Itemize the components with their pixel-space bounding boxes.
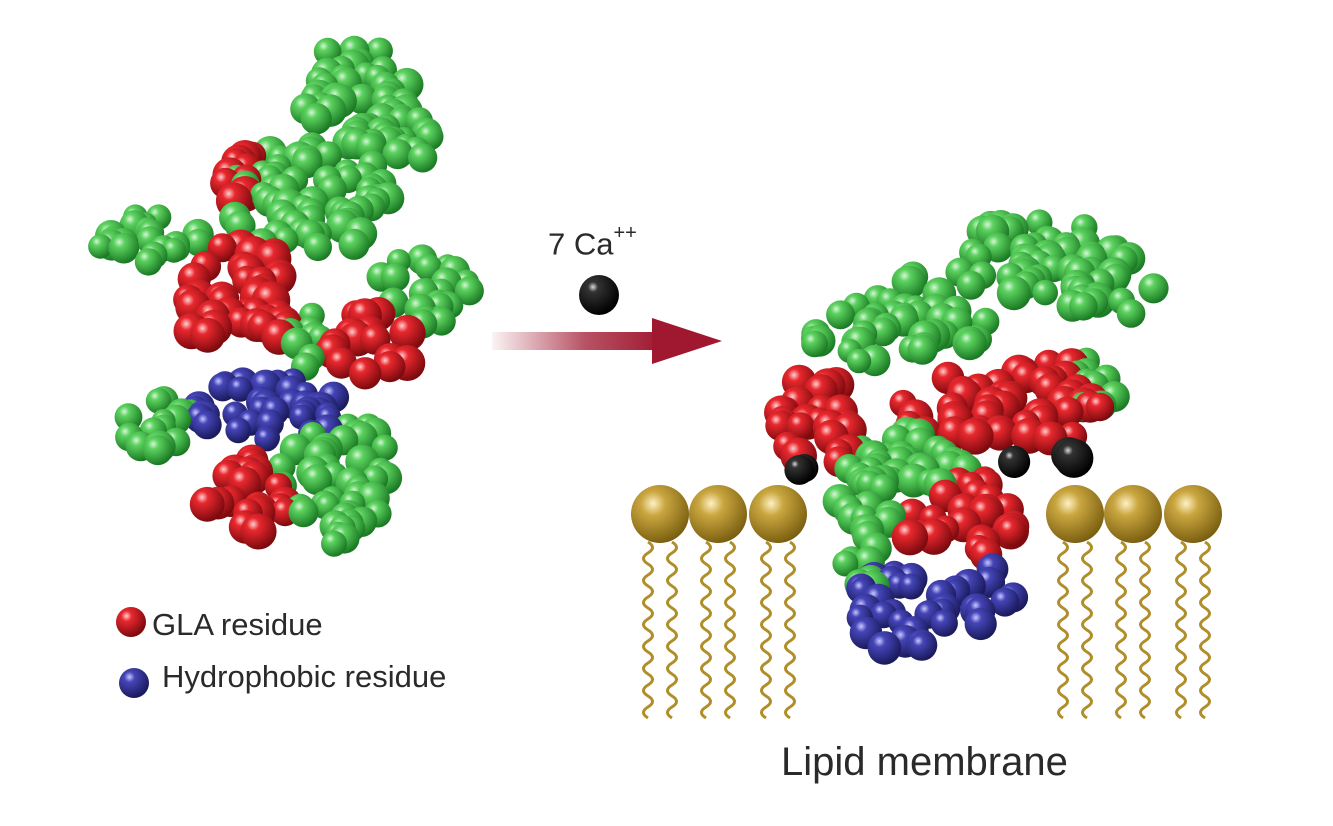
- gla-residue-atom: [891, 519, 929, 556]
- calcium-ion-atom: [998, 445, 1031, 478]
- calcium-ion-atom: [1054, 438, 1094, 478]
- gla-residue-atom: [389, 314, 426, 352]
- gla-residue-legend-icon: [116, 607, 146, 637]
- apo-gla-domain-molecule: [88, 35, 484, 557]
- gla-residue-legend-label: GLA residue: [152, 607, 323, 642]
- lipid-head-icon: [1104, 485, 1162, 543]
- backbone-atom: [1116, 299, 1146, 328]
- hydrophobic-residue-legend-label: Hydrophobic residue: [162, 659, 447, 694]
- backbone-atom: [1138, 273, 1169, 304]
- backbone-atom: [996, 276, 1031, 311]
- gla-residue-atom: [348, 357, 382, 390]
- lipid-head-icon: [1164, 485, 1222, 543]
- hydrophobic-residue-atom: [225, 417, 251, 444]
- backbone-atom: [301, 464, 333, 496]
- backbone-atom: [1069, 292, 1098, 321]
- calcium-ion-label-prefix: 7 Ca: [548, 226, 614, 262]
- gla-residue-atom: [1085, 392, 1115, 422]
- lipid-tail-icon: [1057, 540, 1069, 720]
- lipid-tail-icon: [784, 540, 796, 720]
- gla-residue-atom: [240, 513, 277, 550]
- transition-arrow-icon: [492, 318, 722, 364]
- backbone-atom: [832, 550, 859, 577]
- backbone-atom: [184, 228, 213, 257]
- gla-residue-atom: [996, 516, 1027, 547]
- lipid-tail-icon: [642, 540, 654, 720]
- calcium-ion-icon: [579, 275, 619, 315]
- lipid-tail-icon: [1081, 540, 1093, 720]
- backbone-atom: [801, 330, 828, 358]
- backbone-atom: [380, 262, 410, 292]
- backbone-atom: [300, 103, 332, 135]
- backbone-atom: [145, 388, 172, 414]
- lipid-tail-icon: [666, 540, 678, 720]
- backbone-atom: [114, 403, 143, 431]
- lipid-membrane-label: Lipid membrane: [781, 740, 1068, 784]
- hydrophobic-residue-atom: [930, 609, 958, 637]
- hydrophobic-residue-atom: [898, 573, 925, 600]
- backbone-atom: [142, 435, 173, 466]
- lipid-tail-icon: [700, 540, 712, 720]
- hydrophobic-residue-atom: [990, 587, 1020, 617]
- backbone-atom: [407, 143, 438, 173]
- backbone-atom: [826, 300, 855, 330]
- backbone-atom: [288, 497, 319, 528]
- lipid-tail-icon: [1175, 540, 1187, 720]
- backbone-atom: [134, 248, 163, 276]
- backbone-atom: [907, 334, 938, 365]
- lipid-head-icon: [1046, 485, 1104, 543]
- calcium-ion-atom: [784, 455, 815, 485]
- hydrophobic-residue-atom: [254, 426, 280, 452]
- lipid-head-icon: [631, 485, 689, 543]
- gla-residue-atom: [956, 417, 994, 455]
- backbone-atom: [303, 232, 332, 262]
- backbone-atom: [846, 348, 872, 374]
- hydrophobic-residue-atom: [867, 631, 902, 665]
- backbone-atom: [454, 276, 484, 306]
- lipid-tail-icon: [1139, 540, 1151, 720]
- backbone-atom: [955, 328, 987, 360]
- lipid-head-icon: [689, 485, 747, 543]
- gla-residue-atom: [374, 351, 406, 383]
- hydrophobic-residue-atom: [964, 607, 997, 641]
- backbone-atom: [956, 270, 986, 300]
- hydrophobic-residue-atom: [908, 632, 937, 661]
- backbone-atom: [1032, 279, 1058, 306]
- backbone-atom: [108, 232, 140, 264]
- backbone-atom: [892, 265, 927, 300]
- hydrophobic-residue-atom: [192, 410, 222, 440]
- backbone-atom: [371, 434, 398, 461]
- backbone-atom: [88, 234, 113, 259]
- calcium-ion-charge: ++: [613, 222, 637, 244]
- lipid-head-icon: [749, 485, 807, 543]
- backbone-atom: [338, 228, 370, 260]
- hydrophobic-residue-legend-icon: [119, 668, 149, 698]
- lipid-tail-icon: [724, 540, 736, 720]
- calcium-ion-label: 7 Ca++: [548, 222, 637, 262]
- backbone-atom: [321, 530, 347, 557]
- calcium-bound-gla-domain-molecule: [764, 209, 1169, 665]
- lipid-tail-icon: [760, 540, 772, 720]
- gla-residue-atom: [1054, 397, 1084, 427]
- gla-residue-atom: [189, 486, 225, 522]
- hydrophobic-residue-atom: [227, 376, 253, 402]
- backbone-atom: [161, 238, 187, 263]
- backbone-atom: [382, 138, 413, 170]
- lipid-tail-icon: [1199, 540, 1211, 720]
- lipid-membrane: [631, 485, 1222, 720]
- gla-residue-atom: [190, 317, 226, 353]
- lipid-tail-icon: [1115, 540, 1127, 720]
